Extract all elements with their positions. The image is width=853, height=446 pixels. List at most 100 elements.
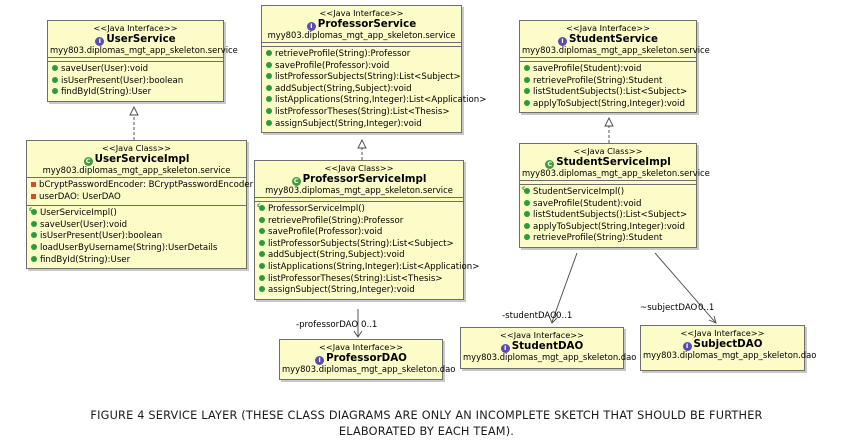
professordao-association-arrow: [353, 330, 363, 338]
method-row: saveUser(User):void: [30, 220, 243, 232]
public-method-icon: [31, 255, 37, 262]
method-row: retrieveProfile(String):Student: [523, 76, 693, 88]
package-label: myy803.diplomas_mgt_app_skeleton.service: [42, 165, 231, 175]
method-row: saveProfile(Professor):void: [258, 227, 460, 239]
package-label: myy803.diplomas_mgt_app_skeleton.dao: [463, 352, 637, 362]
attributes-section: [262, 42, 461, 46]
stereotype-label: <<Java Class>>: [324, 163, 394, 173]
method-row: listProfessorSubjects(String):List<Subje…: [265, 72, 461, 84]
method-row: listApplications(String,Integer):List<Ap…: [258, 262, 479, 274]
public-method-icon: [31, 220, 37, 227]
attributes-section: [48, 57, 223, 61]
professorservice-realization-arrow: [357, 138, 367, 149]
public-method-icon: [259, 262, 265, 269]
field-row: userDAO: UserDAO: [30, 192, 243, 204]
interface-icon: I: [306, 22, 316, 31]
subjectdao-association-arrow: [708, 315, 717, 324]
public-method-icon: [259, 251, 265, 258]
public-method-icon: [52, 65, 58, 71]
attributes-section: bCryptPasswordEncoder: BCryptPasswordEnc…: [27, 177, 253, 205]
public-method-icon: [52, 88, 58, 95]
constructor-row: UserServiceImpl(): [29, 204, 243, 220]
class-icon: C: [291, 177, 301, 186]
public-method-icon: [31, 243, 37, 250]
package-label: myy803.diplomas_mgt_app_skeleton.dao: [282, 364, 456, 374]
class-name: SubjectDAO: [693, 338, 763, 350]
method-row: findById(String):User: [30, 255, 243, 267]
public-method-icon: [524, 65, 530, 71]
method-row: listProfessorSubjects(String):List<Subje…: [258, 239, 460, 251]
attributes-section: [520, 180, 696, 184]
public-method-icon: [524, 199, 530, 206]
method-row: loadUserByUsername(String):UserDetails: [30, 243, 243, 255]
methods-section: StudentServiceImpl() saveProfile(Student…: [520, 183, 696, 247]
method-row: assignSubject(String,Integer):void: [258, 285, 460, 297]
package-label: myy803.diplomas_mgt_app_skeleton.service: [265, 185, 453, 195]
constructor-row: ProfessorServiceImpl(): [257, 200, 460, 216]
public-method-icon: [524, 88, 530, 95]
studentservice-realization-arrow: [604, 116, 614, 127]
class-name: ProfessorService: [317, 18, 417, 30]
public-method-icon: [259, 228, 265, 235]
methods-section: retrieveProfile(String):Professor savePr…: [262, 46, 486, 132]
public-method-icon: [266, 84, 272, 91]
method-row: listStudentSubjects():List<Subject>: [523, 87, 693, 99]
constructor-row: StudentServiceImpl(): [522, 183, 693, 199]
professordao-role-label: -professorDAO: [296, 320, 359, 330]
stereotype-label: <<Java Interface>>: [93, 23, 178, 33]
package-label: myy803.diplomas_mgt_app_skeleton.service: [50, 45, 238, 55]
stereotype-label: <<Java Interface>>: [566, 23, 650, 33]
method-row: listStudentSubjects():List<Subject>: [523, 210, 693, 222]
studentdao-association-arrow: [548, 315, 558, 324]
method-row: retrieveProfile(String):Professor: [258, 216, 460, 228]
methods-section: saveUser(User):void isUserPresent(User):…: [48, 61, 223, 101]
package-label: myy803.diplomas_mgt_app_skeleton.service: [267, 30, 456, 40]
constructor-icon: [522, 183, 530, 195]
subjectdao-multiplicity: 0..1: [698, 303, 715, 313]
stereotype-label: <<Java Interface>>: [500, 330, 584, 340]
method-row: isUserPresent(User):boolean: [51, 76, 220, 88]
stereotype-label: <<Java Class>>: [573, 146, 643, 156]
method-row: isUserPresent(User):boolean: [30, 231, 243, 243]
figure-caption: FIGURE 4 SERVICE LAYER (THESE CLASS DIAG…: [0, 408, 853, 439]
method-row: applyToSubject(String,Integer):void: [523, 222, 693, 234]
method-row: listProfessorTheses(String):List<Thesis>: [265, 107, 458, 119]
public-method-icon: [266, 50, 272, 56]
class-name: ProfessorServiceImpl: [302, 173, 427, 185]
public-method-icon: [524, 234, 530, 241]
public-method-icon: [524, 222, 530, 229]
public-method-icon: [266, 61, 272, 68]
method-row: retrieveProfile(String):Student: [523, 233, 693, 245]
interface-icon: I: [95, 37, 105, 46]
field-row: bCryptPasswordEncoder: BCryptPasswordEnc…: [30, 180, 253, 192]
method-row: listProfessorTheses(String):List<Thesis>: [258, 274, 460, 286]
interface-icon: I: [500, 344, 510, 353]
stereotype-label: <<Java Interface>>: [319, 8, 404, 18]
studentdao-role-label: -studentDAO: [502, 311, 557, 321]
private-field-icon: [31, 182, 36, 187]
studentdao-association-line: [551, 252, 578, 323]
private-field-icon: [31, 193, 36, 199]
class-icon: C: [83, 157, 93, 166]
class-name: ProfessorDAO: [326, 352, 407, 364]
package-label: myy803.diplomas_mgt_app_skeleton.service: [522, 45, 710, 55]
studentdao-multiplicity: 0..1: [556, 311, 573, 321]
method-row: findById(String):User: [51, 87, 220, 99]
method-row: saveProfile(Student):void: [523, 64, 693, 76]
method-row: assignSubject(String,Integer):void: [265, 119, 458, 131]
package-label: myy803.diplomas_mgt_app_skeleton.dao: [643, 350, 817, 360]
method-row: saveProfile(Student):void: [523, 199, 693, 211]
public-method-icon: [524, 99, 530, 106]
method-row: addSubject(String,Subject):void: [258, 250, 460, 262]
attributes-section: [520, 57, 696, 61]
stereotype-label: <<Java Class>>: [102, 143, 171, 153]
